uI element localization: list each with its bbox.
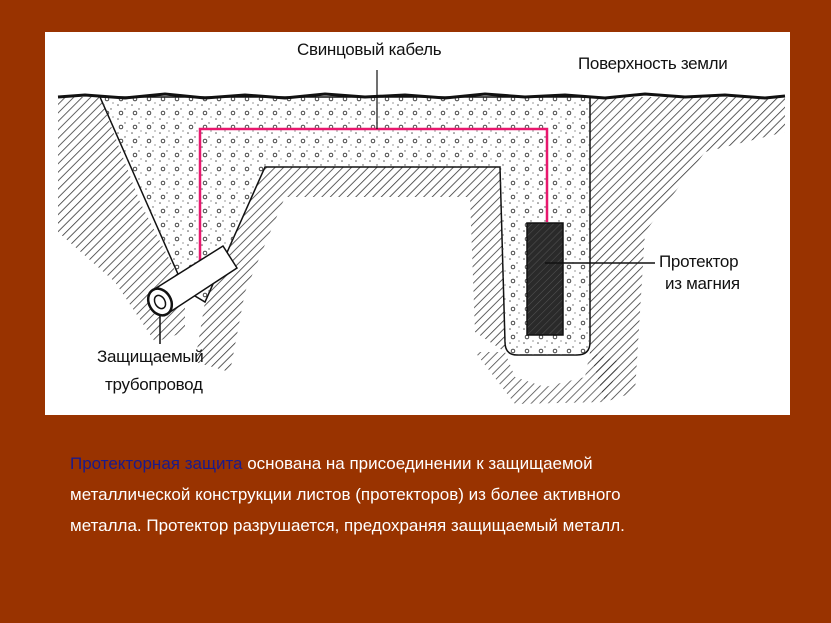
caption-line-1: Протекторная защита основана на присоеди…	[70, 448, 770, 479]
caption-line-2: металлической конструкции листов (протек…	[70, 485, 621, 504]
protector-protection-diagram: Свинцовый кабель Поверхность земли Проте…	[45, 32, 790, 415]
lead-cable	[198, 127, 549, 277]
diagram-drawing	[57, 70, 786, 404]
surface-label: Поверхность земли	[578, 54, 728, 73]
caption-line-1-text: основана на присоединении к защищаемой	[242, 454, 593, 473]
protector-label-1: Протектор	[659, 252, 739, 271]
pipe-label-2: трубопровод	[105, 375, 203, 394]
pipe-label-1: Защищаемый	[97, 347, 204, 366]
ground-surface	[57, 92, 786, 100]
caption-text: Протекторная защита основана на присоеди…	[70, 448, 770, 541]
cable-label: Свинцовый кабель	[297, 40, 442, 59]
ground-right	[590, 97, 785, 402]
caption-line-3: металла. Протектор разрушается, предохра…	[70, 516, 625, 535]
ground-mound	[195, 167, 505, 372]
protector-label-2: из магния	[665, 274, 740, 293]
caption-highlight: Протекторная защита	[70, 454, 243, 473]
protected-pipeline	[146, 244, 239, 317]
magnesium-protector	[526, 222, 564, 336]
ground-left	[58, 97, 185, 342]
